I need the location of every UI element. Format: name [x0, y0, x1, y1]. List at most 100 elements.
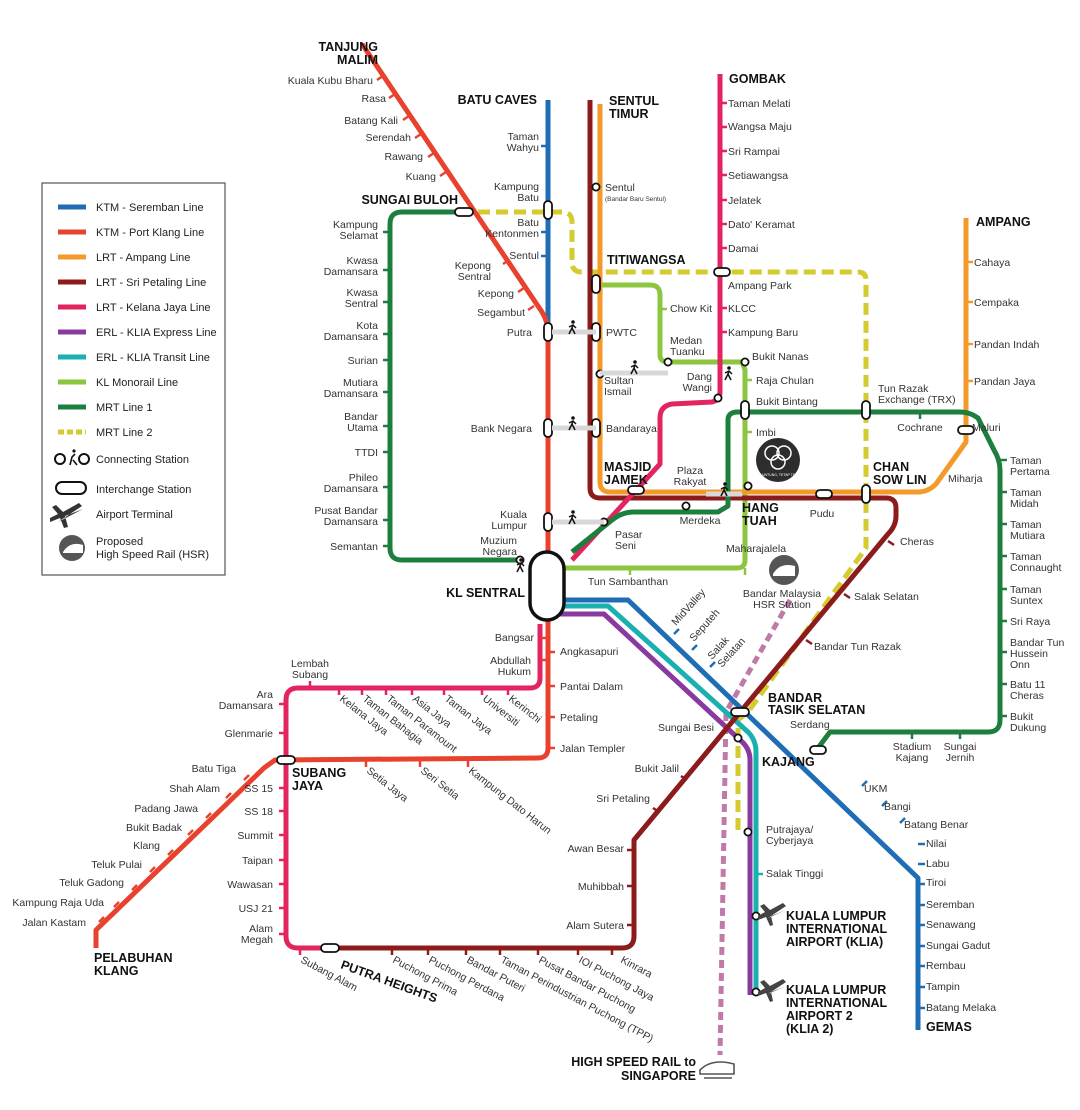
station-tick[interactable]: [881, 800, 888, 807]
station-tick[interactable]: [205, 812, 212, 819]
station-label-taman-wahyu-2: Wahyu: [507, 142, 539, 154]
station-label-gombak: GOMBAK: [729, 72, 786, 86]
interchange-station[interactable]: [543, 418, 553, 438]
interchange-station[interactable]: [957, 425, 975, 435]
connecting-station[interactable]: [740, 357, 750, 367]
station-label-wawasan: Wawasan: [227, 879, 273, 891]
station-label-bangsar: Bangsar: [495, 632, 535, 644]
station-label-klang: Klang: [133, 840, 160, 852]
station-label-abdullah-hukum: Abdullah: [490, 655, 531, 667]
interchange-station[interactable]: [543, 200, 553, 220]
connecting-station[interactable]: [733, 733, 743, 743]
station-label-bukit-bintang: Bukit Bintang: [756, 396, 818, 408]
legend-mrt1: MRT Line 1: [96, 402, 152, 414]
station-label-pasar-seni-2: Seni: [615, 540, 636, 552]
interchange-station[interactable]: [276, 755, 296, 765]
station-label-alam-megah-2: Megah: [241, 934, 273, 946]
station-label-bandar-utama: Bandar: [344, 411, 378, 423]
kl-sentral-hub[interactable]: [528, 550, 566, 622]
station-tick[interactable]: [517, 286, 525, 294]
station-tick[interactable]: [691, 644, 698, 651]
station-tick[interactable]: [414, 132, 422, 140]
connecting-station[interactable]: [681, 501, 691, 511]
interchange-station[interactable]: [320, 943, 340, 953]
station-label-tun-razak-exchange: Tun Razak: [878, 383, 929, 395]
station-tick[interactable]: [187, 829, 194, 836]
station-label-pelabuhan-klang: PELABUHAN: [94, 951, 172, 965]
station-label-bandar-tun-hussein-onn: Bandar Tun: [1010, 637, 1064, 649]
station-tick[interactable]: [887, 539, 895, 547]
station-label-pudu: Pudu: [810, 508, 835, 520]
interchange-station[interactable]: [713, 267, 731, 277]
interchange-station[interactable]: [591, 274, 601, 294]
station-tick[interactable]: [861, 780, 868, 787]
station-tick[interactable]: [680, 774, 688, 782]
station-label-batu-kentonmen-2: Kentonmen: [485, 228, 539, 240]
station-label-pelabuhan-klang-2: KLANG: [94, 964, 138, 978]
station-tick[interactable]: [709, 661, 716, 668]
station-label-serendah: Serendah: [365, 132, 411, 144]
station-label-angkasapuri: Angkasapuri: [560, 646, 618, 658]
station-label-batu-kentonmen: Batu: [517, 217, 539, 229]
station-tick[interactable]: [427, 151, 435, 159]
connecting-station[interactable]: [743, 827, 753, 837]
station-tick[interactable]: [388, 92, 396, 100]
station-label-cempaka: Cempaka: [974, 297, 1019, 309]
station-tick[interactable]: [225, 792, 232, 799]
station-tick[interactable]: [167, 849, 174, 856]
station-label-batang-benar: Batang Benar: [904, 819, 969, 831]
station-tick[interactable]: [843, 592, 851, 600]
station-tick[interactable]: [673, 628, 680, 635]
station-tick[interactable]: [527, 304, 535, 312]
walking-person-icon: [630, 360, 639, 375]
interchange-station[interactable]: [809, 745, 827, 755]
interchange-station[interactable]: [454, 207, 474, 217]
station-label-kampung-selamat: Kampung: [333, 219, 378, 231]
station-tick[interactable]: [98, 916, 105, 923]
station-label-pandan-indah: Pandan Indah: [974, 339, 1040, 351]
connecting-station[interactable]: [743, 481, 753, 491]
connecting-station[interactable]: [591, 182, 601, 192]
interchange-station[interactable]: [627, 485, 645, 495]
interchange-station[interactable]: [740, 400, 750, 420]
station-tick[interactable]: [439, 170, 447, 178]
station-label-klia2-4: (KLIA 2): [786, 1022, 833, 1036]
legend-erl-transit: ERL - KLIA Transit Line: [96, 352, 210, 364]
station-tick[interactable]: [402, 114, 410, 122]
connecting-station[interactable]: [713, 393, 723, 403]
station-label-cochrane: Cochrane: [897, 422, 943, 434]
connecting-station[interactable]: [663, 357, 673, 367]
station-label-cahaya: Cahaya: [974, 257, 1010, 269]
station-tick[interactable]: [149, 866, 156, 873]
station-label-miharja: Miharja: [948, 473, 983, 485]
station-label-sungai-buloh: SUNGAI BULOH: [361, 193, 458, 207]
station-tick[interactable]: [131, 884, 138, 891]
interchange-station[interactable]: [543, 512, 553, 532]
station-ticks: [98, 74, 1007, 1010]
interchange-station[interactable]: [861, 484, 871, 504]
station-label-bukit-nanas: Bukit Nanas: [752, 351, 809, 363]
station-label-plaza-rakyat-2: Rakyat: [674, 476, 707, 488]
station-label-sentul-timur-2: TIMUR: [609, 107, 649, 121]
station-tick[interactable]: [502, 258, 510, 266]
station-label-kajang: KAJANG: [762, 755, 815, 769]
station-tick[interactable]: [805, 638, 813, 646]
station-label-sentul-lrt-2: (Bandar Baru Sentul): [605, 196, 666, 203]
station-label-masjid-jamek-2: JAMEK: [604, 473, 648, 487]
station-tick[interactable]: [243, 774, 250, 781]
interchange-station[interactable]: [730, 707, 750, 717]
interchange-station[interactable]: [815, 489, 833, 499]
station-label-hsr-singapore-2: SINGAPORE: [621, 1069, 696, 1083]
station-tick[interactable]: [899, 817, 906, 824]
station-tick[interactable]: [652, 806, 660, 814]
interchange-station[interactable]: [543, 322, 553, 342]
station-label-segambut: Segambut: [477, 307, 525, 319]
station-label-alam-sutera: Alam Sutera: [566, 920, 624, 932]
station-tick[interactable]: [113, 901, 120, 908]
station-label-glenmarie: Glenmarie: [225, 728, 274, 740]
interchange-station[interactable]: [861, 400, 871, 420]
station-tick[interactable]: [376, 74, 384, 82]
station-label-subang-jaya: SUBANG: [292, 766, 346, 780]
station-label-kwasa-sentral: Kwasa: [346, 287, 378, 299]
